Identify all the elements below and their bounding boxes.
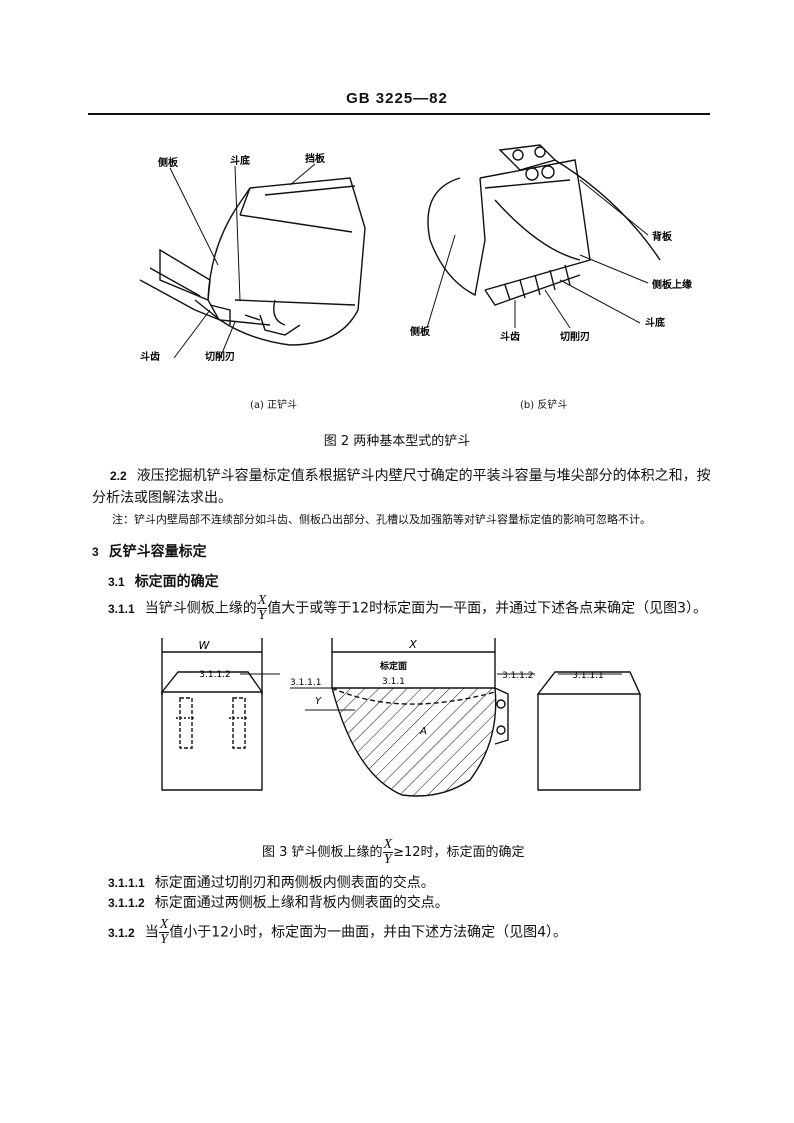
paragraph-3-1-2-frac-num: X xyxy=(158,917,170,933)
label-side-plate-a: 侧板 xyxy=(158,156,179,169)
section-3-1-heading: 3.1 标定面的确定 xyxy=(108,571,219,591)
backhoe-leaders xyxy=(426,179,649,329)
paragraph-3-1-1-2: 3.1.1.2 标定面通过两侧板上缘和背板内侧表面的交点。 xyxy=(108,892,449,914)
figure-3-label-plane: 标定面 xyxy=(379,660,407,672)
paragraph-2-2-text: 液压挖掘机铲斗容量标定值系根据铲斗内壁尺寸确定的平装斗容量与堆尖部分的体积之和，… xyxy=(92,468,711,506)
figure-3-caption-post: ≥12时，标定面的确定 xyxy=(393,845,525,860)
front-shovel-leaders xyxy=(169,163,316,359)
figure-3-label-x: X xyxy=(408,638,417,651)
label-blade-a: 切削刃 xyxy=(205,350,235,363)
figure-2-bucket-drawings: 侧板 斗底 挡板 斗齿 切削刃 背板 侧板上缘 斗底 侧板 斗齿 切削刃 xyxy=(139,144,692,363)
figure-3-right-view xyxy=(536,671,642,791)
label-side-plate-b: 侧板 xyxy=(410,325,431,338)
figure-3-caption-pre: 图 3 铲斗侧板上缘的 xyxy=(262,845,383,860)
figure-2-sub-caption-b: (b) 反铲斗 xyxy=(520,400,568,411)
backhoe-bucket-drawing xyxy=(427,144,661,306)
figure-2-sub-caption-a: (a) 正铲斗 xyxy=(250,400,298,411)
label-bottom-b: 斗底 xyxy=(645,316,665,329)
figure-3-label-a: A xyxy=(419,726,427,737)
paragraph-3-1-1-pre: 当铲斗侧板上缘的 xyxy=(144,600,257,617)
paragraph-3-1-2-number: 3.1.2 xyxy=(108,925,135,940)
label-back-plate-b: 背板 xyxy=(652,230,673,243)
paragraph-3-1-2-post: 值小于12小时，标定面为一曲面，并由下述方法确定（见图4）。 xyxy=(169,924,567,941)
paragraph-3-1-2-pre: 当 xyxy=(144,924,159,941)
figure-3-label-3111-mid: 3.1.1.1 xyxy=(290,678,322,688)
fraction-numerator: X xyxy=(256,593,268,609)
section-3-title: 反铲斗容量标定 xyxy=(108,544,207,560)
figure-3-label-311: 3.1.1 xyxy=(382,677,405,687)
paragraph-3-1-1-1-number: 3.1.1.1 xyxy=(108,876,145,890)
label-teeth-a: 斗齿 xyxy=(140,350,160,363)
figure-3-label-y: Y xyxy=(315,696,322,707)
paragraph-3-1-1-2-text: 标定面通过两侧板上缘和背板内侧表面的交点。 xyxy=(154,895,449,911)
paragraph-3-1-1-1: 3.1.1.1 标定面通过切削刃和两侧板内侧表面的交点。 xyxy=(108,872,435,894)
paragraph-3-1-2-frac-den: Y xyxy=(160,932,168,947)
paragraph-3-1-1-number: 3.1.1 xyxy=(108,601,135,616)
figure-3-label-w: W xyxy=(199,639,211,652)
label-blade-b: 切削刃 xyxy=(560,330,590,343)
figure-3-left-view xyxy=(160,638,264,791)
header-rule xyxy=(88,113,710,115)
figure-3-label-3112-left: 3.1.1.2 xyxy=(199,670,231,680)
section-3-1-title: 标定面的确定 xyxy=(134,574,219,590)
paragraph-2-2-number: 2.2 xyxy=(110,469,127,483)
figure-3-caption-frac-num: X xyxy=(382,837,394,853)
figure-3-caption-frac-den: Y xyxy=(383,852,392,867)
label-side-edge-b: 侧板上缘 xyxy=(652,278,692,291)
fraction-denominator: Y xyxy=(258,608,266,623)
figure-3-calibration-plane: W 3.1.1.2 X 3.1.1.1 标定面 3.1.1 Y A 3.1.1.… xyxy=(160,638,642,797)
label-teeth-b: 斗齿 xyxy=(500,330,520,343)
paragraph-3-1-1-2-number: 3.1.1.2 xyxy=(108,896,145,910)
front-shovel-drawing xyxy=(139,177,366,346)
paragraph-3-1-1-1-text: 标定面通过切削刃和两侧板内侧表面的交点。 xyxy=(154,875,435,891)
label-baffle-a: 挡板 xyxy=(305,152,326,165)
figure-3-label-3112-mid: 3.1.1.2 xyxy=(502,671,534,681)
section-3-heading: 3 反铲斗容量标定 xyxy=(92,541,207,561)
standard-number-header: GB 3225—82 xyxy=(346,90,448,107)
section-3-1-number: 3.1 xyxy=(108,575,125,589)
figure-3-hatched-volume xyxy=(332,688,496,796)
figure-3-middle-view xyxy=(290,638,509,797)
section-3-number: 3 xyxy=(92,545,99,559)
figure-3-label-3111-right: 3.1.1.1 xyxy=(572,671,604,681)
label-bottom-a: 斗底 xyxy=(230,154,250,167)
figure-2-caption: 图 2 两种基本型式的铲斗 xyxy=(323,434,471,449)
paragraph-3-1-1-post: 值大于或等于12时标定面为一平面，并通过下述各点来确定（见图3）。 xyxy=(267,600,707,617)
paragraph-2-2-note: 注：铲斗内壁局部不连续部分如斗齿、侧板凸出部分、孔槽以及加强筋等对铲斗容量标定值… xyxy=(112,513,651,526)
